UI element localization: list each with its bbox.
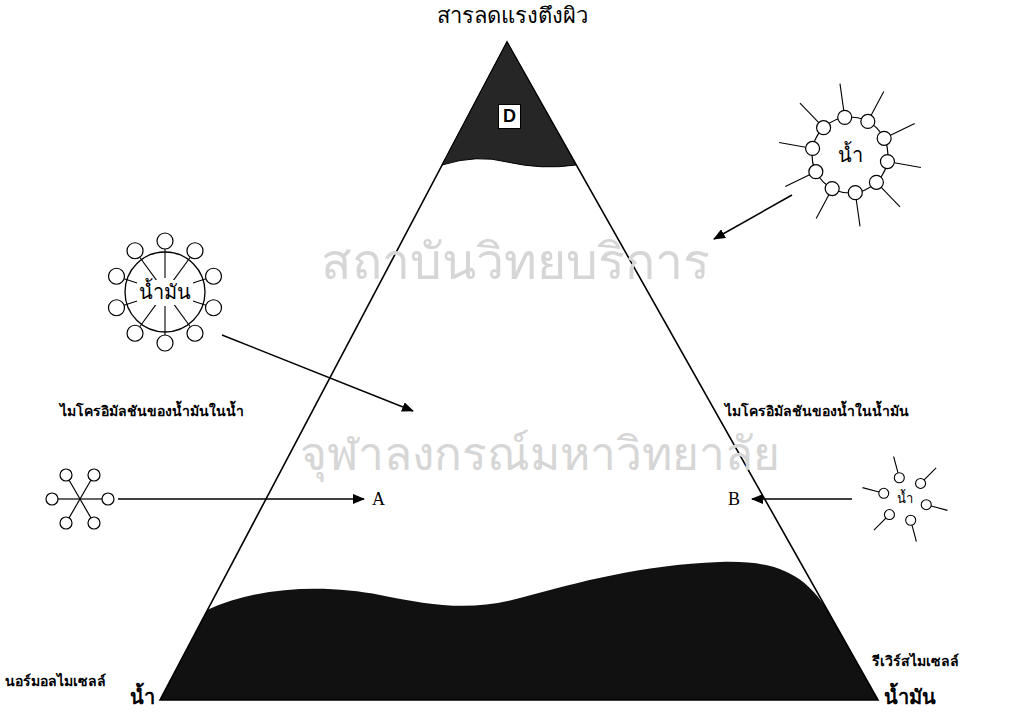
micelle-head [187,325,203,341]
micelle-head [88,517,100,529]
normal-micelle-symbol [46,469,114,529]
micelle-head [108,268,124,284]
micelle-head [157,335,173,351]
micelle-head [88,469,100,481]
surfactant-region: D [442,42,576,167]
micelle-tail [164,306,165,335]
micelle-head [206,300,222,316]
micelle-head [880,155,894,169]
micelle-tail [173,257,190,280]
micelle-head [906,515,916,525]
pointer-arrow [714,195,792,239]
micelle-head [894,473,904,483]
micelle-tail [80,499,91,518]
pointer-arrow [752,498,852,500]
micelle-tail [140,257,157,280]
pointer-arrow [118,498,364,500]
micelle-tail [840,84,844,111]
micelle-head [806,141,820,155]
two-phase-region [160,562,878,700]
micelle-caption: รีเวิร์สไมเซลล์ [872,652,959,670]
node-text: น้ำ [836,143,865,168]
pointer-arrow [222,335,413,411]
vertex-label: น้ำมัน [884,684,936,710]
micelle-tail [881,187,900,206]
micelle-tail [894,456,898,472]
micelle-tail [69,499,80,518]
micelle-ring [812,117,888,193]
micelle-head [127,325,143,341]
vertex-label: น้ำ [130,684,155,710]
micelle-tail [816,195,829,219]
micelle-head [877,131,891,145]
micelle-head [60,469,72,481]
oil-in-water-microemulsion: น้ำมัน [105,232,225,352]
micelle-tail [58,498,80,499]
micelle-head [127,243,143,259]
micelle-tail [164,249,165,278]
micelle-head [102,493,114,505]
micelle-head [187,243,203,259]
micelle-head [60,517,72,529]
reverse-micelle: น้ำ [857,451,953,547]
micelle-head [848,186,862,200]
point-letter: B [728,488,740,511]
micelle-head [916,478,926,488]
micelle-tail [856,200,860,227]
micelle-head [46,493,58,505]
micelle-tail [140,303,157,326]
point-letter: A [372,488,385,511]
micelle-tail [912,525,916,541]
micelle-head [206,268,222,284]
region-caption: ไมโครอิมัลชันของน้ำในน้ำมัน [725,402,909,420]
micelle-head [861,114,875,128]
micelle-tail [800,103,819,122]
micelle-head [838,110,852,124]
micelle-head [157,233,173,249]
micelle-tail [80,480,91,499]
water-in-oil-microemulsion: น้ำ [775,80,925,230]
micelle-tail [890,123,914,135]
micelle-head [108,300,124,316]
micelle-head [825,182,839,196]
micelle-tail [871,91,884,115]
micelle-caption: นอร์มอลไมเซลล์ [5,672,106,690]
micelle-head [884,510,894,520]
watermark: สถาบันวิทยบริการ [321,230,710,295]
node-text: น้ำ [895,491,915,507]
surfactant-rich-region [442,42,576,167]
micelle-tail [924,468,936,480]
micelle-head [817,121,831,135]
watermark: จุฬาลงกรณ์มหาวิทยาลัย [300,425,780,485]
micelle-tail [80,498,102,499]
micelle-tail [785,175,809,187]
micelle-tail [173,303,190,326]
micelle-head [869,175,883,189]
node-text: น้ำมัน [137,280,193,305]
micelle-tail [874,518,886,530]
micelle-tail [931,506,947,510]
micelle-tail [862,488,878,492]
region-caption: ไมโครอิมัลชันของน้ำมันในน้ำ [60,402,244,420]
micelle-tail [894,163,921,168]
micelle-tail [779,142,806,147]
micelle-head [879,488,889,498]
micelle-head [809,165,823,179]
ternary-triangle [160,42,878,700]
node-text: D [498,104,521,129]
micelle-head [921,500,931,510]
vertex-label: สารลดแรงตึงผิว [437,2,588,31]
micelle-tail [69,480,80,499]
